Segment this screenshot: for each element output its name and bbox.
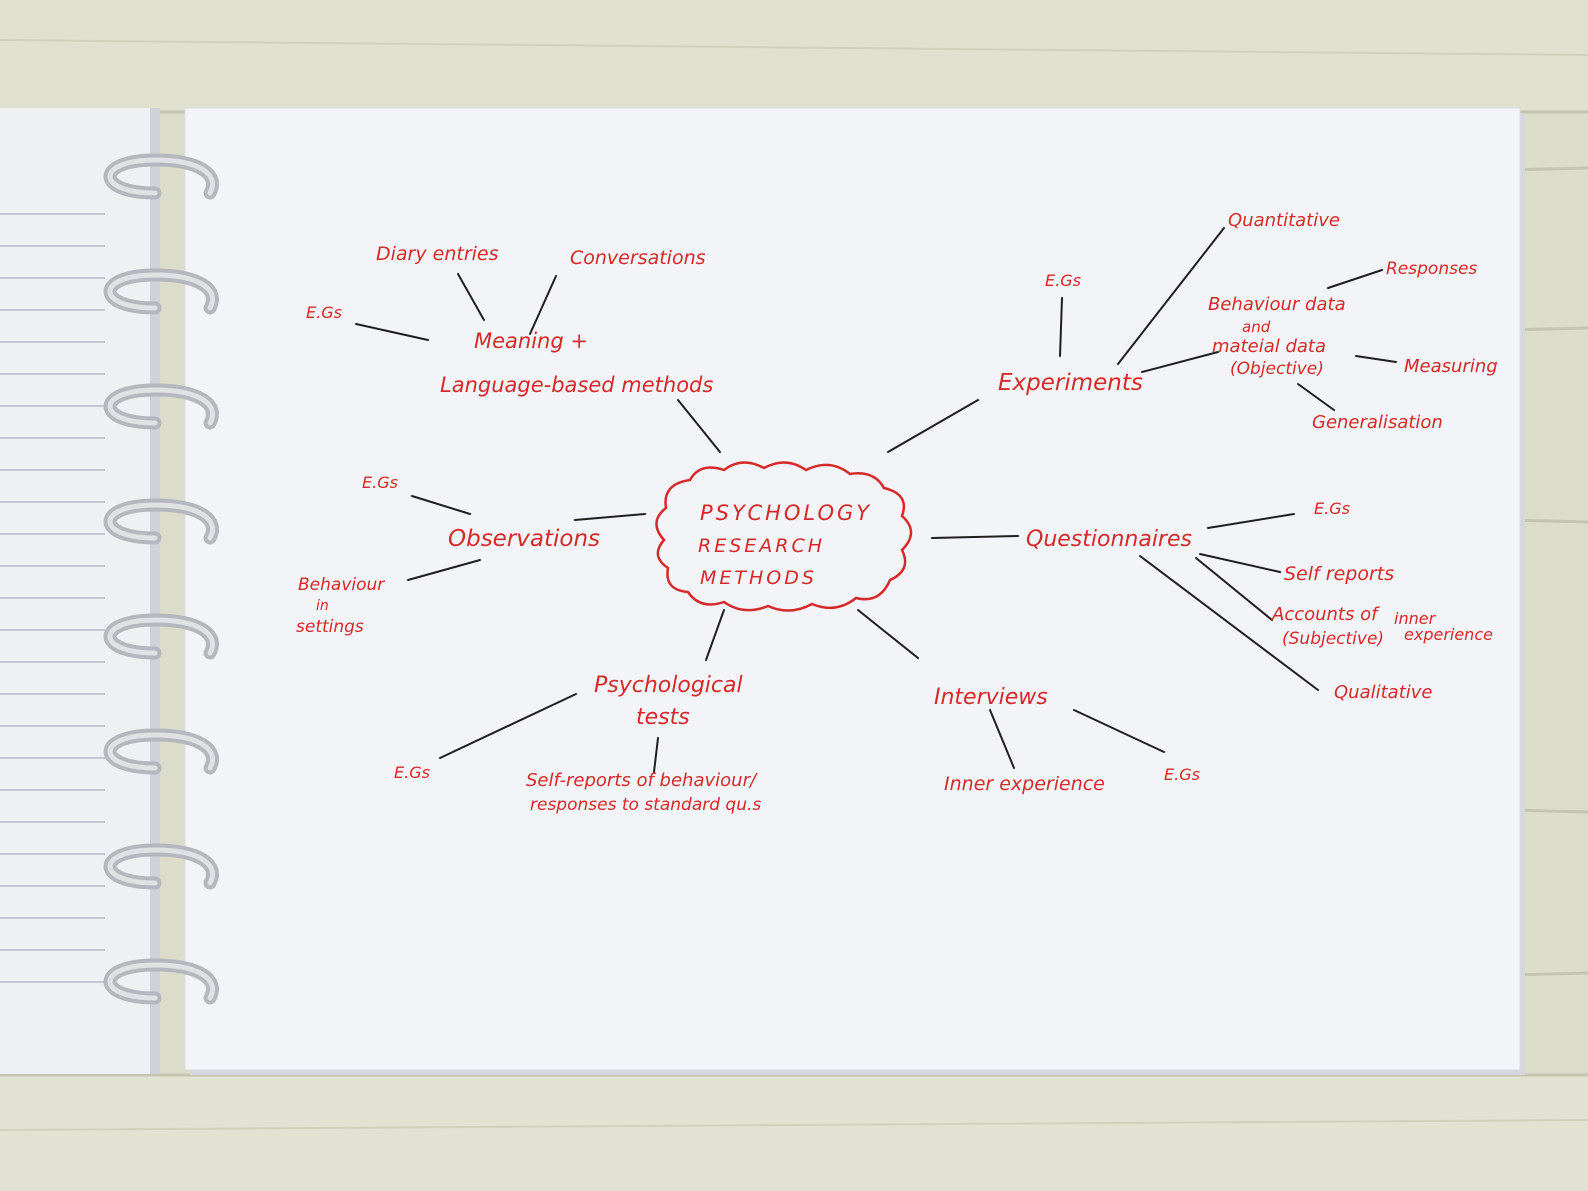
- edge-central-observations: [574, 513, 646, 521]
- questionnaires-inner-line1: inner: [1394, 609, 1437, 628]
- questionnaires-accounts-line1: Accounts of: [1271, 604, 1380, 625]
- meaning-branch: Meaning + Language-based methods E.Gs Di…: [306, 243, 713, 397]
- questionnaires-qualitative-label: Qualitative: [1334, 682, 1432, 703]
- experiments-label: Experiments: [998, 370, 1143, 396]
- observations-label: Observations: [448, 526, 600, 552]
- tests-egs-label: E.Gs: [394, 763, 430, 782]
- interviews-egs-label: E.Gs: [1164, 765, 1200, 784]
- interviews-inner-label: Inner experience: [944, 773, 1105, 795]
- edge-central-tests: [705, 609, 725, 661]
- tests-title-line1: Psychological: [594, 673, 743, 698]
- edge-questionnaires-accounts: [1195, 557, 1273, 621]
- binder-ring: [103, 728, 219, 775]
- interviews-label: Interviews: [934, 685, 1048, 710]
- right-blank-page: [184, 107, 1525, 1075]
- edge-interviews-egs: [1073, 709, 1165, 753]
- left-lined-page: [0, 108, 160, 1074]
- edge-central-questionnaires: [931, 535, 1019, 539]
- edge-egs-conversations: [529, 275, 557, 335]
- edge-central-meaning: [677, 399, 721, 453]
- meaning-conversations-label: Conversations: [570, 247, 706, 269]
- edge-questionnaires-qualitative: [1139, 555, 1319, 691]
- edge-observations-behaviour: [407, 559, 481, 581]
- edge-egs-diary: [457, 273, 485, 321]
- edge-behaviour-generalisation: [1297, 383, 1335, 411]
- meaning-egs-label: E.Gs: [306, 303, 342, 322]
- binder-ring: [103, 613, 219, 660]
- observations-branch: Observations E.Gs Behaviour in settings: [296, 473, 600, 637]
- edge-central-experiments: [887, 399, 979, 453]
- edge-questionnaires-egs: [1207, 513, 1295, 529]
- edge-experiments-egs: [1059, 297, 1063, 357]
- experiments-behaviour-line2: and: [1242, 318, 1271, 336]
- experiments-egs-label: E.Gs: [1045, 271, 1081, 290]
- binder-rings: [103, 153, 219, 1005]
- experiments-generalisation-label: Generalisation: [1312, 412, 1443, 433]
- experiments-behaviour-line1: Behaviour data: [1208, 294, 1346, 315]
- edge-observations-egs: [411, 495, 471, 515]
- edge-tests-selfreports: [653, 737, 659, 773]
- binder-ring: [103, 383, 219, 430]
- central-node: PSYCHOLOGY RESEARCH METHODS: [655, 461, 913, 612]
- experiments-behaviour-line4: (Objective): [1230, 359, 1324, 379]
- questionnaires-selfreports-label: Self reports: [1284, 563, 1394, 585]
- edge-questionnaires-selfreports: [1199, 553, 1281, 573]
- mind-map-edges: [355, 227, 1397, 773]
- edge-experiments-quantitative: [1117, 227, 1225, 365]
- experiments-behaviour-line3: mateial data: [1212, 336, 1326, 357]
- tests-selfreports-line2: responses to standard qu.s: [530, 795, 761, 815]
- tests-selfreports-line1: Self-reports of behaviour/: [526, 770, 758, 791]
- central-title-line1: PSYCHOLOGY: [700, 501, 872, 525]
- observations-behaviour-line2: in: [316, 598, 329, 614]
- experiments-quantitative-label: Quantitative: [1228, 210, 1340, 231]
- binder-ring: [103, 153, 219, 200]
- observations-behaviour-line1: Behaviour: [298, 575, 385, 595]
- experiments-branch: Experiments E.Gs Quantitative Behaviour …: [998, 210, 1498, 433]
- meaning-title-line2: Language-based methods: [440, 373, 713, 397]
- experiments-measuring-label: Measuring: [1404, 356, 1498, 377]
- observations-egs-label: E.Gs: [362, 473, 398, 492]
- edge-meaning-egs: [355, 323, 429, 341]
- binder-ring: [103, 958, 219, 1005]
- binder-ring: [103, 498, 219, 545]
- interviews-branch: Interviews E.Gs Inner experience: [934, 685, 1200, 795]
- questionnaires-inner-line2: experience: [1404, 625, 1493, 644]
- questionnaires-label: Questionnaires: [1026, 527, 1192, 552]
- questionnaires-branch: Questionnaires E.Gs Self reports Account…: [1026, 499, 1493, 703]
- meaning-title-line1: Meaning +: [474, 329, 588, 353]
- experiments-responses-label: Responses: [1386, 259, 1477, 279]
- central-title-line3: METHODS: [700, 567, 817, 589]
- tests-title-line2: tests: [636, 705, 690, 730]
- binder-ring: [103, 843, 219, 890]
- central-title-line2: RESEARCH: [698, 535, 825, 557]
- binder-ring: [103, 268, 219, 315]
- edge-experiments-behaviour: [1141, 351, 1219, 373]
- tests-branch: Psychological tests E.Gs Self-reports of…: [394, 673, 761, 815]
- central-cloud-outline: [655, 461, 913, 612]
- observations-behaviour-line3: settings: [296, 617, 364, 637]
- questionnaires-accounts-line2: (Subjective): [1282, 629, 1384, 649]
- edge-interviews-inner: [989, 709, 1015, 769]
- edge-central-interviews: [857, 609, 919, 659]
- edge-behaviour-measuring: [1355, 355, 1397, 363]
- questionnaires-egs-label: E.Gs: [1314, 499, 1350, 518]
- meaning-diary-label: Diary entries: [376, 243, 499, 265]
- edge-tests-egs: [439, 693, 577, 759]
- edge-behaviour-responses: [1327, 269, 1383, 289]
